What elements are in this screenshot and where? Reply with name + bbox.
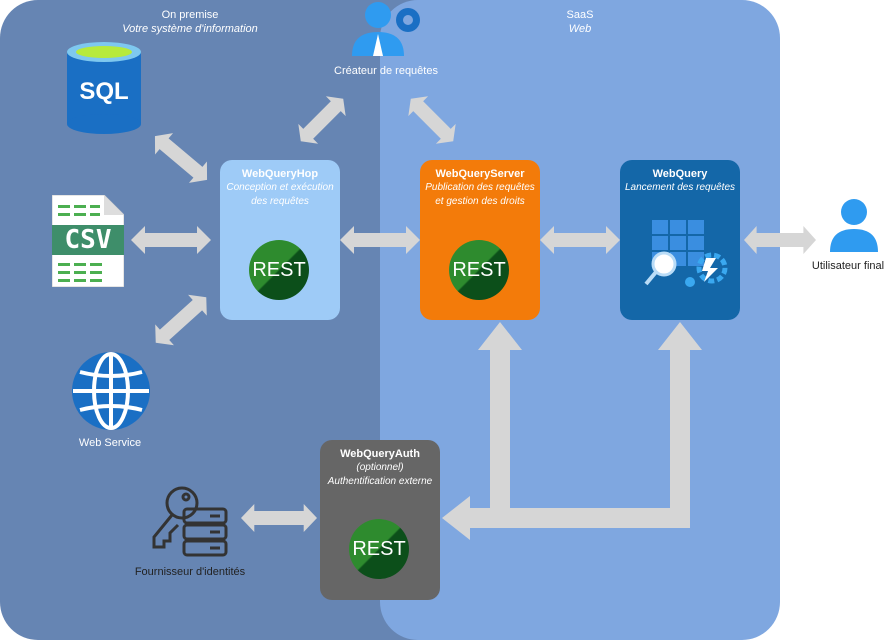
webquery-box[interactable]: WebQuery Lancement des requêtes — [620, 160, 740, 320]
creator-label: Créateur de requêtes — [334, 65, 438, 77]
saas-zone — [380, 0, 780, 640]
end-user-label: Utilisateur final — [811, 260, 885, 272]
arrow-creator-server — [400, 88, 464, 152]
webqueryauth-title: WebQueryAuth — [340, 448, 420, 460]
dashboard-icon — [640, 218, 730, 290]
sql-database-icon: SQL — [67, 42, 141, 134]
arrow-sql-hop — [145, 125, 217, 191]
arrow-hop-server — [340, 226, 420, 254]
webservice-label: Web Service — [78, 437, 142, 449]
user-icon — [828, 198, 880, 252]
saas-title: SaaS Web — [566, 9, 594, 35]
webquery-desc: Lancement des requêtes — [624, 182, 736, 193]
webqueryhop-rest-badge: REST — [249, 240, 309, 300]
webqueryauth-rest-badge: REST — [349, 519, 409, 579]
idp-label: Fournisseur d'identités — [134, 566, 246, 578]
webqueryserver-box[interactable]: WebQueryServer Publication des requêtes … — [420, 160, 540, 320]
webqueryhop-title: WebQueryHop — [241, 168, 319, 180]
user-gear-icon — [350, 0, 422, 58]
arrow-auth-server-webquery — [442, 322, 702, 540]
arrow-server-webquery — [540, 226, 620, 254]
key-server-icon — [150, 483, 232, 561]
arrow-idp-auth — [241, 504, 317, 532]
webqueryhop-desc: Conception et exécution des requêtes — [226, 182, 334, 207]
csv-file-icon: CSV — [51, 194, 125, 288]
webqueryserver-rest-badge: REST — [449, 240, 509, 300]
webqueryhop-box[interactable]: WebQueryHop Conception et exécution des … — [220, 160, 340, 320]
arrow-creator-hop — [290, 88, 354, 152]
webqueryauth-box[interactable]: WebQueryAuth (optionnel) Authentificatio… — [320, 440, 440, 600]
webqueryserver-title: WebQueryServer — [435, 168, 525, 180]
onprem-title: On premise Votre système d'information — [122, 9, 258, 35]
globe-icon — [70, 350, 152, 432]
arrow-ws-hop — [146, 286, 216, 354]
arrow-webquery-user — [744, 226, 816, 254]
arrow-csv-hop — [131, 226, 211, 254]
webqueryauth-optional: (optionnel) — [356, 462, 404, 473]
webqueryauth-desc: Authentification externe — [327, 476, 433, 487]
webqueryserver-desc: Publication des requêtes et gestion des … — [425, 182, 535, 207]
webquery-title: WebQuery — [652, 168, 708, 180]
